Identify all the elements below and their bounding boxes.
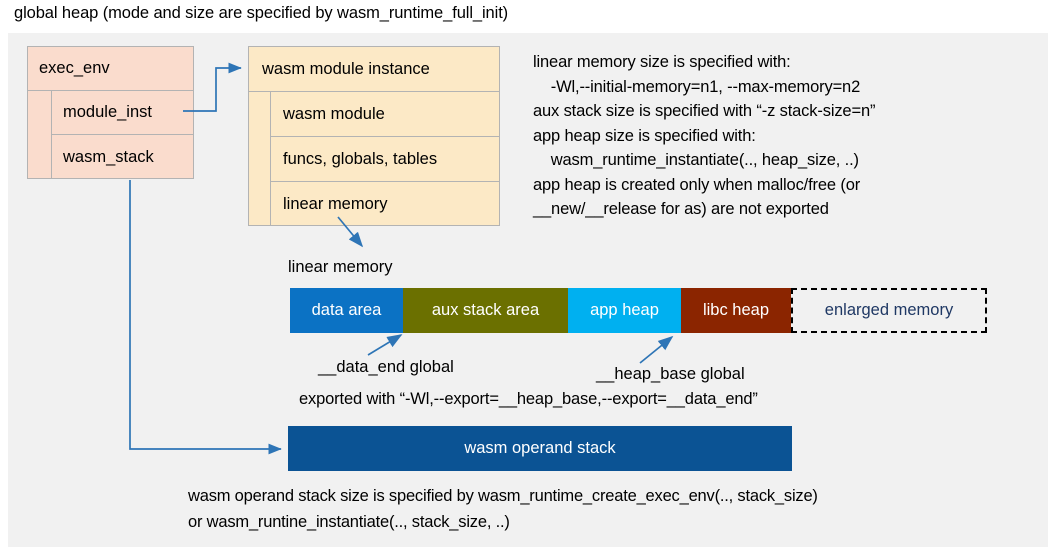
- exec-env-title: exec_env: [28, 47, 193, 91]
- memory-segment-enlarged-memory: enlarged memory: [791, 288, 987, 333]
- operand-stack-notes: wasm operand stack size is specified by …: [188, 487, 818, 531]
- linear-memory-notes: linear memory size is specified with: -W…: [533, 53, 876, 218]
- annotation-heap-base: __heap_base global: [596, 365, 745, 383]
- memory-segment-aux-stack-area: aux stack area: [403, 288, 568, 333]
- wasm-operand-stack-bar: wasm operand stack: [288, 426, 792, 471]
- wmi-row-linear-memory: linear memory: [283, 195, 388, 213]
- wasm-module-instance-gutter: [249, 92, 271, 225]
- annotation-data-end: __data_end global: [318, 358, 454, 376]
- memory-segment-libc-heap: libc heap: [681, 288, 791, 333]
- wmi-row-wasm-module: wasm module: [271, 92, 499, 137]
- memory-segment-app-heap: app heap: [568, 288, 681, 333]
- exec-env-row-wasm-stack: wasm_stack: [63, 147, 154, 166]
- linear-memory-caption: linear memory: [288, 258, 393, 276]
- page-title: global heap (mode and size are specified…: [14, 4, 509, 22]
- memory-segment-data-area: data area: [290, 288, 403, 333]
- exec-env-row-module-inst: module_inst: [52, 91, 194, 135]
- exec-env-box: exec_env module_inst wasm_stack: [27, 46, 194, 179]
- exec-env-gutter: [28, 91, 52, 179]
- wmi-row-funcs-globals-tables: funcs, globals, tables: [271, 137, 499, 182]
- annotation-exported-with: exported with “-Wl,--export=__heap_base,…: [299, 390, 758, 408]
- wasm-module-instance-title: wasm module instance: [249, 47, 499, 92]
- wasm-module-instance-box: wasm module instance wasm module funcs, …: [248, 46, 500, 226]
